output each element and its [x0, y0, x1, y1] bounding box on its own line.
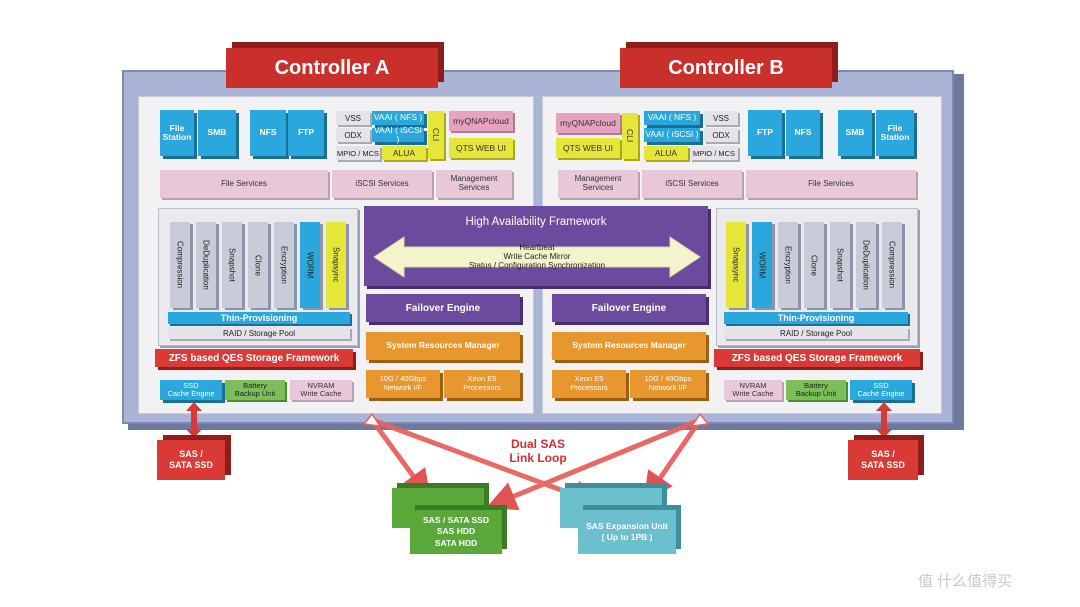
a-feature-label: WORM	[305, 251, 315, 279]
xeon-a: Xeon E5 Processors	[444, 370, 520, 398]
b-feature-label: DeDuplication	[861, 240, 871, 290]
network-if-b: 10G / 40Gbps Network I/F	[630, 370, 706, 398]
zfs-bar-b: ZFS based QES Storage Framework	[714, 349, 920, 367]
a-feature-label: Encryption	[279, 246, 289, 284]
a-feature-label: Snapshot	[227, 248, 237, 282]
nvram-write-cache: NVRAM Write Cache	[290, 380, 352, 400]
file-services-block: File Services	[160, 170, 328, 198]
raid-bar-b: RAID / Storage Pool	[724, 327, 908, 339]
cli-block-b: CLI	[622, 113, 638, 159]
network-if-a: 10G / 40Gbps Network I/F	[366, 370, 440, 398]
ha-write-cache-mirror: Write Cache Mirror	[503, 252, 571, 261]
vaai-iscsi-block: VAAI ( iSCSI )	[372, 124, 424, 144]
nfs-block-b: NFS	[786, 110, 820, 156]
ssd-arrow-right	[876, 402, 892, 438]
odx-block-b: ODX	[704, 128, 738, 142]
ha-double-arrow	[373, 236, 701, 278]
a-feature-label: DeDuplication	[201, 240, 211, 290]
failover-engine-b: Failover Engine	[552, 294, 706, 322]
dual-sas-link-loop-label: Dual SAS Link Loop	[509, 437, 567, 465]
b-feature-label: Clone	[809, 254, 819, 276]
a-feature-encryption: Encryption	[274, 222, 294, 308]
management-services-block-b: Management Services	[558, 170, 638, 198]
srm-a: System Resources Manager	[366, 332, 520, 360]
b-feature-label: Snapshot	[835, 248, 845, 282]
b-feature-label: Encryption	[783, 246, 793, 284]
b-feature-label: Compression	[887, 241, 897, 289]
cli-label-b: CLI	[625, 129, 635, 143]
file-services-block-b: File Services	[746, 170, 916, 198]
thin-provisioning-bar-b: Thin-Provisioning	[724, 312, 908, 324]
zfs-bar: ZFS based QES Storage Framework	[155, 349, 353, 367]
cli-block: CLI	[428, 111, 444, 159]
a-feature-worm: WORM	[300, 222, 320, 308]
b-feature-label: WORM	[757, 251, 767, 279]
ha-framework-block	[364, 206, 708, 286]
file-station-block: File Station	[160, 110, 194, 156]
a-feature-compression: Compression	[170, 222, 190, 308]
srm-b: System Resources Manager	[552, 332, 706, 360]
smb-block-b: SMB	[838, 110, 872, 156]
management-services-block: Management Services	[436, 170, 512, 198]
xeon-b: Xeon E5 Processors	[552, 370, 626, 398]
vaai-nfs-block: VAAI ( NFS )	[372, 111, 424, 125]
sas-sata-ssd-right: SAS / SATA SSD	[848, 440, 918, 480]
b-feature-compression: Compression	[882, 222, 902, 308]
nfs-block: NFS	[250, 110, 286, 156]
qts-web-ui-block-b: QTS WEB UI	[556, 138, 620, 158]
b-feature-worm: WORM	[752, 222, 772, 308]
b-feature-label: Snapsync	[731, 247, 741, 283]
expansion-unit-front: SAS Expansion Unit ( Up to 1PB )	[578, 510, 676, 554]
a-feature-deduplication: DeDuplication	[196, 222, 216, 308]
ssd-arrow-left	[186, 402, 202, 438]
iscsi-services-block-b: iSCSI Services	[642, 170, 742, 198]
smb-block: SMB	[198, 110, 236, 156]
vaai-iscsi-block-b: VAAI ( iSCSI )	[644, 128, 700, 142]
thin-provisioning-bar: Thin-Provisioning	[168, 312, 350, 324]
a-feature-label: Compression	[175, 241, 185, 289]
a-feature-snapsync: Snapsync	[326, 222, 346, 308]
raid-bar: RAID / Storage Pool	[168, 327, 350, 339]
drive-enclosure-front: SAS / SATA SSD SAS HDD SATA HDD	[410, 510, 502, 554]
battery-backup-unit: Battery Backup Unit	[225, 380, 285, 400]
b-feature-encryption: Encryption	[778, 222, 798, 308]
cli-label: CLI	[431, 128, 441, 142]
watermark: 值 什么值得买	[918, 573, 1013, 590]
controller-a-title: Controller A	[226, 48, 438, 88]
nvram-write-cache-b: NVRAM Write Cache	[724, 380, 782, 400]
alua-block-b: ALUA	[644, 146, 688, 160]
b-feature-snapshot: Snapshot	[830, 222, 850, 308]
ha-heartbeat: Heartbeat	[519, 243, 555, 252]
mpio-block: MPIO / MCS	[336, 146, 380, 160]
ftp-block-b: FTP	[748, 110, 782, 156]
file-station-block-b: File Station	[876, 110, 914, 156]
vss-block-b: VSS	[704, 111, 738, 125]
a-feature-snapshot: Snapshot	[222, 222, 242, 308]
b-feature-snapsync: Snapsync	[726, 222, 746, 308]
ha-status-sync: Status / Configuration Synchronization	[468, 261, 606, 270]
sas-link-arrows	[362, 412, 710, 511]
mpio-block-b: MPIO / MCS	[690, 146, 738, 160]
qts-web-ui-block: QTS WEB UI	[449, 138, 513, 158]
battery-backup-unit-b: Battery Backup Unit	[786, 380, 846, 400]
ftp-block: FTP	[288, 110, 324, 156]
ssd-cache-engine: SSD Cache Engine	[160, 380, 222, 400]
iscsi-services-block: iSCSI Services	[332, 170, 432, 198]
b-feature-deduplication: DeDuplication	[856, 222, 876, 308]
odx-block: ODX	[336, 128, 370, 142]
a-feature-clone: Clone	[248, 222, 268, 308]
vaai-nfs-block-b: VAAI ( NFS )	[644, 111, 700, 125]
controller-b-title: Controller B	[620, 48, 832, 88]
alua-block: ALUA	[382, 146, 426, 160]
myqnapcloud-block: myQNAPcloud	[449, 111, 513, 131]
a-feature-label: Clone	[253, 254, 263, 276]
ssd-cache-engine-b: SSD Cache Engine	[850, 380, 912, 400]
ha-framework-title: High Availability Framework	[465, 216, 607, 228]
failover-engine-a: Failover Engine	[366, 294, 520, 322]
myqnapcloud-block-b: myQNAPcloud	[556, 113, 620, 133]
sas-sata-ssd-left: SAS / SATA SSD	[157, 440, 225, 480]
b-feature-clone: Clone	[804, 222, 824, 308]
a-feature-label: Snapsync	[331, 247, 341, 283]
vss-block: VSS	[336, 111, 370, 125]
